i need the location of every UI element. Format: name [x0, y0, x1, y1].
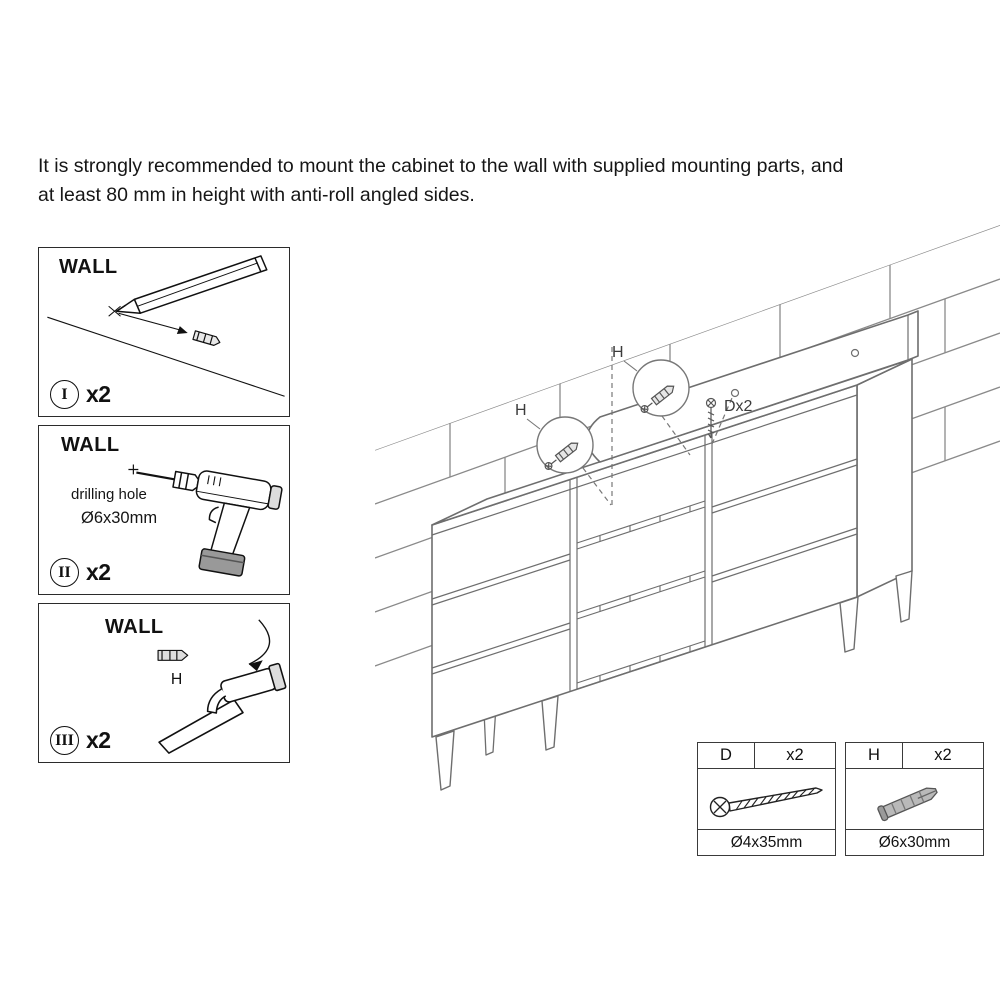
pencil-icon — [47, 255, 285, 397]
alignment-leader-lines — [582, 347, 733, 506]
screw-icon — [640, 402, 653, 414]
part-table-h-header: H x2 — [846, 743, 983, 769]
part-table-d: D x2 Ø4x35mm — [697, 742, 836, 856]
cabinet-leg — [839, 596, 859, 653]
cabinet-shelves-left — [431, 553, 571, 675]
wall-anchor-icon — [192, 330, 221, 346]
label-d-qty: Dx2 — [724, 398, 753, 415]
step-count: x2 — [86, 381, 111, 407]
drawer-runners — [576, 500, 706, 690]
step-box-3: WALL H I — [38, 603, 290, 763]
hammer-handle — [158, 698, 244, 754]
step-count: x2 — [86, 727, 111, 753]
drill-icon — [128, 464, 283, 577]
wall-label: WALL — [61, 434, 120, 456]
wall-anchor-icon — [877, 787, 938, 822]
wall-anchor-icon — [544, 442, 579, 471]
step-numeral-badge: II — [50, 558, 79, 587]
rail-screw-hole — [850, 348, 860, 358]
wall-label: WALL — [59, 256, 118, 278]
cabinet-leg — [435, 730, 455, 791]
cabinet-dividers — [569, 433, 713, 692]
part-size: Ø4x35mm — [698, 829, 835, 855]
part-table-d-header: D x2 — [698, 743, 835, 769]
intro-line-1: It is strongly recommended to mount the … — [38, 155, 844, 177]
label-h-upper: H — [612, 344, 624, 361]
part-size: Ø6x30mm — [846, 829, 983, 855]
intro-text: It is strongly recommended to mount the … — [38, 152, 978, 210]
screw-icon — [544, 459, 557, 471]
wall-label: WALL — [105, 616, 164, 638]
part-table-h: H x2 Ø6x30mm — [845, 742, 984, 856]
label-h-lower: H — [515, 402, 527, 419]
anchor-label: H — [171, 671, 182, 688]
screw-icon — [709, 787, 823, 818]
hammer-head — [206, 662, 287, 714]
cabinet-leg — [541, 695, 559, 751]
cabinet-leg — [895, 570, 913, 623]
step-numeral: II — [58, 563, 71, 581]
wall-anchor-icon — [157, 649, 189, 661]
step-numeral: I — [61, 385, 68, 403]
wall-anchor-icon — [640, 385, 675, 414]
hammer-icon: H — [157, 619, 287, 754]
anchor-detail-circle-lower — [536, 416, 594, 474]
cabinet — [431, 358, 913, 791]
part-image — [846, 769, 983, 829]
step-numeral: III — [55, 731, 74, 749]
step-numeral-badge: I — [50, 380, 79, 409]
step-box-2: WALL drilling hole Ø6x30mm — [38, 425, 290, 595]
part-qty: x2 — [786, 746, 804, 764]
part-id: D — [698, 743, 755, 768]
rail-screw-hole — [730, 388, 740, 398]
intro-line-2: at least 80 mm in height with anti-roll … — [38, 184, 475, 206]
step-count: x2 — [86, 559, 111, 585]
step-numeral-badge: III — [50, 726, 79, 755]
part-id: H — [846, 743, 903, 768]
drilling-hole-note: drilling hole — [71, 486, 147, 503]
hole-size-note: Ø6x30mm — [81, 509, 158, 527]
cabinet-right-side — [856, 358, 913, 598]
part-image — [698, 769, 835, 829]
anchor-detail-circle-upper — [632, 359, 690, 417]
step-box-1: WALL I — [38, 247, 290, 417]
screw-d-icon — [705, 397, 717, 439]
cabinet-shelves-right — [711, 458, 858, 583]
swing-arrow — [248, 619, 271, 665]
part-qty: x2 — [934, 746, 952, 764]
